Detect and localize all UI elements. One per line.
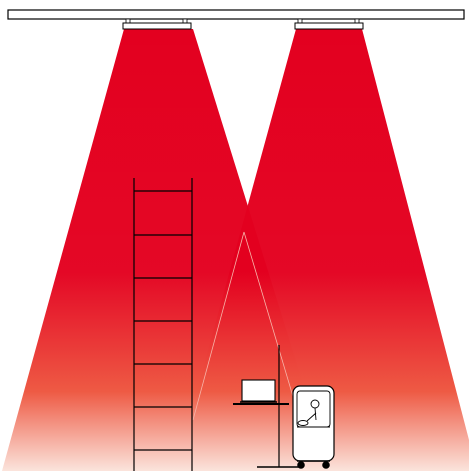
vending-cart-icon — [292, 385, 335, 469]
standing-desk-icon — [233, 345, 302, 468]
heater-left-icon — [122, 18, 192, 30]
heat-beam-right — [175, 29, 469, 471]
ladder-icon — [133, 178, 193, 471]
ceiling-rail — [7, 9, 465, 20]
beam-overlap-edge-2 — [243, 231, 301, 421]
beam-overlap-edge — [192, 231, 245, 421]
laptop-icon — [240, 379, 277, 403]
heater-right-icon — [294, 18, 364, 30]
